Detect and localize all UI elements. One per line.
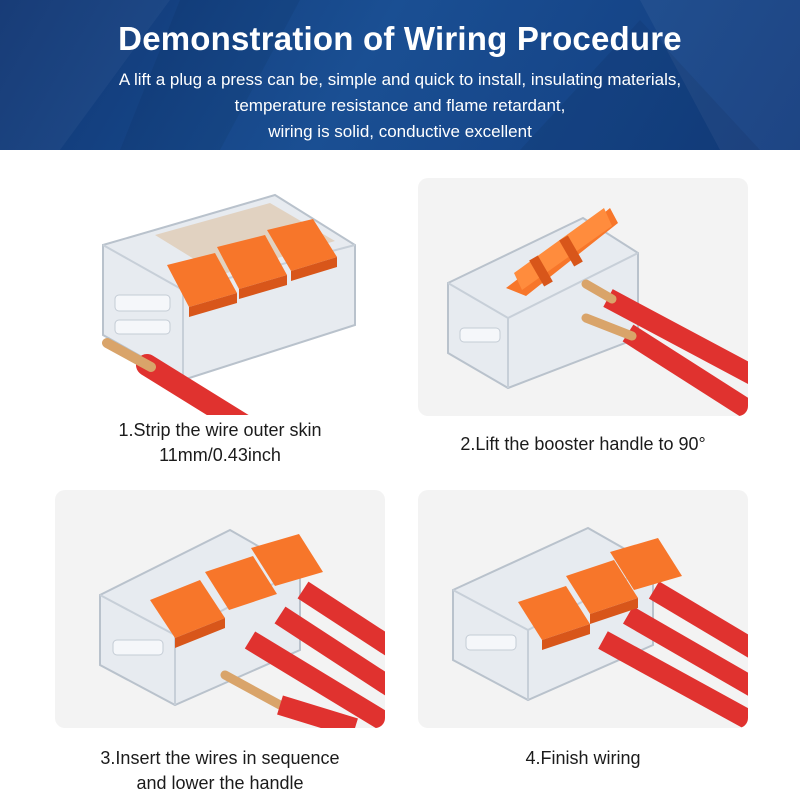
subtitle-line-3: wiring is solid, conductive excellent [268,122,532,141]
step-2-line-1: 2.Lift the booster handle to 90° [460,434,706,454]
step-1-image [55,175,385,415]
step-3-caption: 3.Insert the wires in sequence and lower… [55,746,385,796]
red-wire-icon [598,581,748,728]
step-1-line-2: 11mm/0.43inch [159,445,281,465]
orange-lever-icon [167,219,337,317]
step-2-caption: 2.Lift the booster handle to 90° [418,432,748,457]
subtitle-line-2: temperature resistance and flame retarda… [234,96,566,115]
orange-lever-icon [150,534,323,648]
step-1-line-1: 1.Strip the wire outer skin [118,420,322,440]
step-1-caption: 1.Strip the wire outer skin 11mm/0.43inc… [55,418,385,468]
banner-pattern [0,0,800,150]
step-4-image [418,490,748,728]
orange-lever-icon [506,208,618,296]
step-2-image [418,178,748,416]
step-3-line-2: and lower the handle [136,773,304,793]
red-wire-icon [102,338,249,415]
subtitle-line-1: A lift a plug a press can be, simple and… [118,70,682,89]
header-banner: Demonstration of Wiring Procedure A lift… [0,0,800,150]
red-wire-icon [581,279,748,416]
step-3-image [55,490,385,728]
step-3-line-1: 3.Insert the wires in sequence [100,748,340,768]
page-title: Demonstration of Wiring Procedure [118,20,682,57]
orange-lever-icon [518,538,682,650]
step-4-caption: 4.Finish wiring [418,746,748,771]
red-wire-icon [220,581,385,728]
step-4-line-1: 4.Finish wiring [525,748,641,768]
page-subtitle: A lift a plug a press can be, simple and… [0,67,800,145]
